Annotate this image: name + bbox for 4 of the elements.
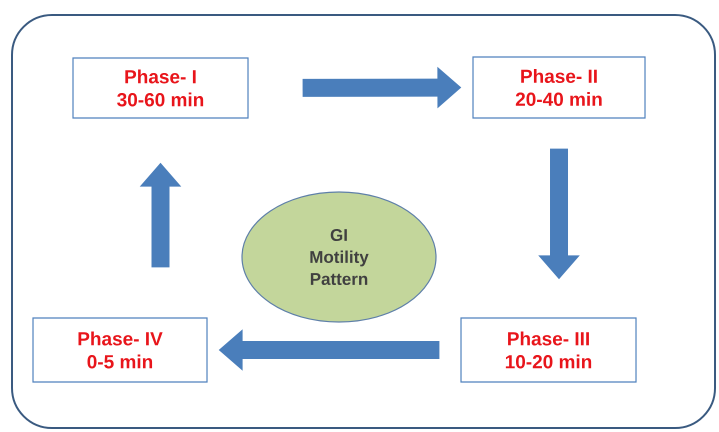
phase-box: Phase- I 30-60 min [72, 57, 249, 119]
phase-box: Phase- IV 0-5 min [32, 317, 208, 383]
phase-box: Phase- III 10-20 min [460, 317, 637, 383]
phase-box: Phase- II 20-40 min [472, 56, 646, 119]
